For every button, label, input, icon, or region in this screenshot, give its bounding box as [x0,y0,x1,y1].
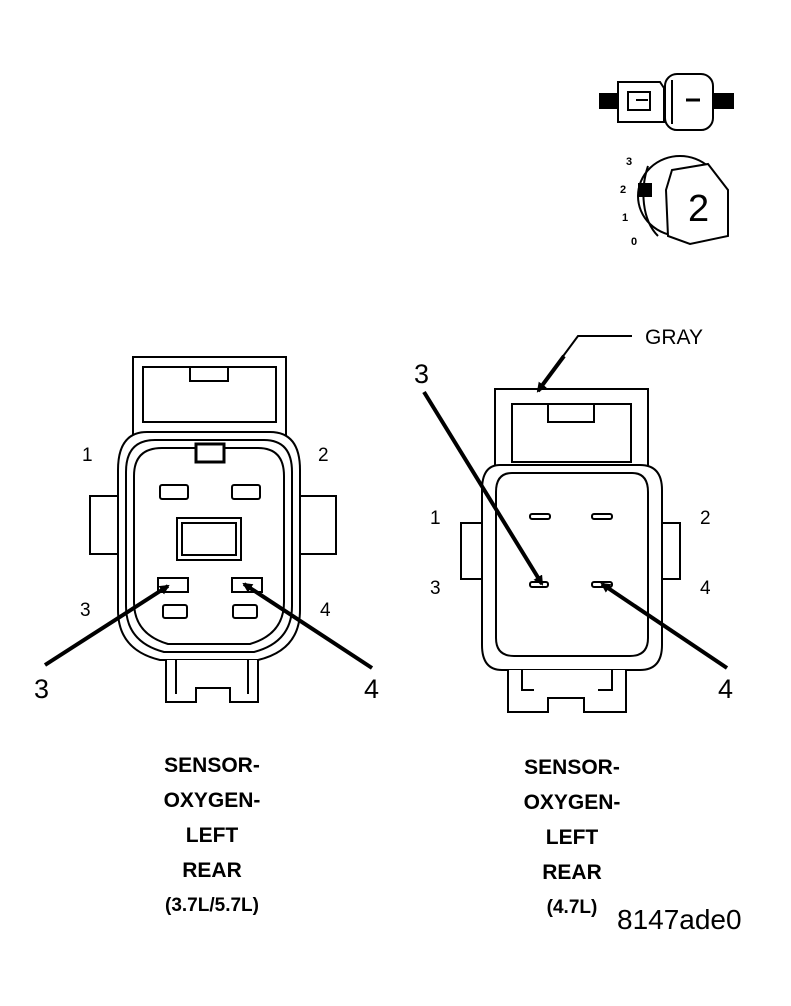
left-caption-line-1: SENSOR- [164,754,260,777]
left-connector-caption: SENSOR- OXYGEN- LEFT REAR (3.7L/5.7L) [92,748,332,923]
right-caption-line-2: OXYGEN- [523,791,621,814]
left-callout-arrow-3 [43,584,170,667]
indicator-position-0: 0 [631,236,638,248]
indicator-position-1: 1 [622,212,629,224]
right-caption-line-4: REAR [542,861,602,884]
left-callout-arrows [43,582,374,670]
left-caption-line-5: (3.7L/5.7L) [165,895,259,916]
right-caption-line-3: LEFT [545,826,599,849]
right-connector-caption: SENSOR- OXYGEN- LEFT REAR (4.7L) [452,750,692,925]
left-pin-3-label: 3 [80,600,91,621]
right-callout-arrow-3 [422,390,544,586]
figure-code: 8147ade0 [617,904,742,935]
right-pin-4-label: 4 [700,578,711,599]
right-connector-body [460,388,681,713]
right-pin-1-label: 1 [430,508,441,529]
right-callout-3-label: 3 [414,359,430,389]
right-caption-line-5: (4.7L) [546,897,598,918]
indicator-selected-value: 2 [688,188,710,230]
indicator-position-3: 3 [626,156,633,168]
gray-leader-line [536,335,632,393]
right-callout-4-label: 4 [718,674,734,704]
left-callout-4-label: 4 [364,674,380,704]
position-indicator-icon [637,155,729,246]
left-caption-line-4: REAR [182,859,242,882]
left-pin-1-label: 1 [82,445,93,466]
left-connector-body [89,356,337,703]
connector-plug-icon [599,73,734,131]
left-caption-line-3: LEFT [185,824,239,847]
right-callout-arrow-4 [600,582,729,670]
indicator-position-2: 2 [620,184,627,196]
right-callout-arrows [422,390,729,670]
left-callout-3-label: 3 [34,674,50,704]
left-callout-arrow-4 [242,582,374,670]
right-pin-2-label: 2 [700,508,711,529]
gray-color-label: GRAY [645,326,703,349]
right-caption-line-1: SENSOR- [524,756,620,779]
right-pin-3-label: 3 [430,578,441,599]
left-pin-2-label: 2 [318,445,329,466]
left-pin-4-label: 4 [320,600,331,621]
left-caption-line-2: OXYGEN- [163,789,261,812]
